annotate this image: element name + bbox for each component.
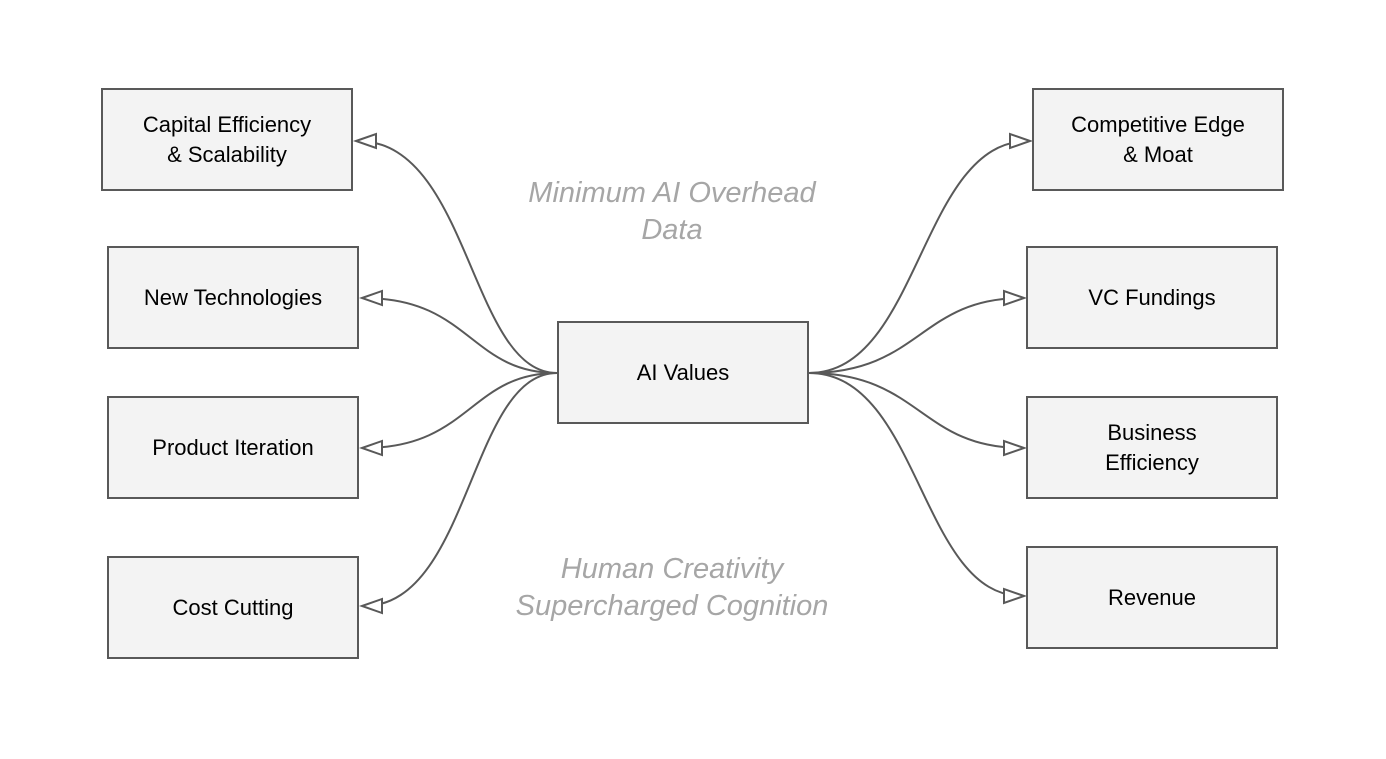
node-ai-values: AI Values	[557, 321, 809, 424]
arrowhead-revenue	[1003, 587, 1028, 605]
node-label: Capital Efficiency & Scalability	[142, 111, 312, 167]
connector-capital	[357, 140, 558, 374]
node-label: New Technologies	[143, 284, 323, 310]
node-competitive-edge: Competitive Edge & Moat	[1032, 88, 1284, 191]
connector-revenue	[808, 372, 1023, 597]
node-label: Revenue	[1107, 584, 1197, 610]
connector-product	[363, 372, 558, 449]
node-label: VC Fundings	[1088, 284, 1216, 310]
node-revenue: Revenue	[1026, 546, 1278, 649]
arrowhead-vc	[1003, 289, 1028, 307]
arrowhead-cost	[358, 597, 383, 615]
connector-newtech	[363, 297, 558, 374]
node-label: Product Iteration	[152, 434, 314, 460]
connector-cost	[363, 372, 558, 607]
node-product-iteration: Product Iteration	[107, 396, 359, 499]
arrowhead-edge	[1009, 132, 1034, 150]
arrowhead-capital	[352, 132, 377, 150]
node-new-technologies: New Technologies	[107, 246, 359, 349]
annotation-top: Minimum AI Overhead Data	[528, 177, 816, 246]
arrowhead-biz	[1003, 439, 1028, 457]
connector-biz	[808, 372, 1023, 449]
connector-edge	[808, 140, 1029, 374]
node-label: AI Values	[636, 359, 730, 385]
node-label: Business Efficiency	[1105, 419, 1199, 475]
arrowhead-newtech	[358, 289, 383, 307]
connector-vc	[808, 297, 1023, 374]
annotation-bottom: Human Creativity Supercharged Cognition	[515, 553, 829, 622]
arrowhead-product	[358, 439, 383, 457]
node-cost-cutting: Cost Cutting	[107, 556, 359, 659]
node-label: Competitive Edge & Moat	[1071, 111, 1245, 167]
node-label: Cost Cutting	[172, 594, 294, 620]
node-capital-efficiency: Capital Efficiency & Scalability	[101, 88, 353, 191]
node-business-efficiency: Business Efficiency	[1026, 396, 1278, 499]
node-vc-fundings: VC Fundings	[1026, 246, 1278, 349]
